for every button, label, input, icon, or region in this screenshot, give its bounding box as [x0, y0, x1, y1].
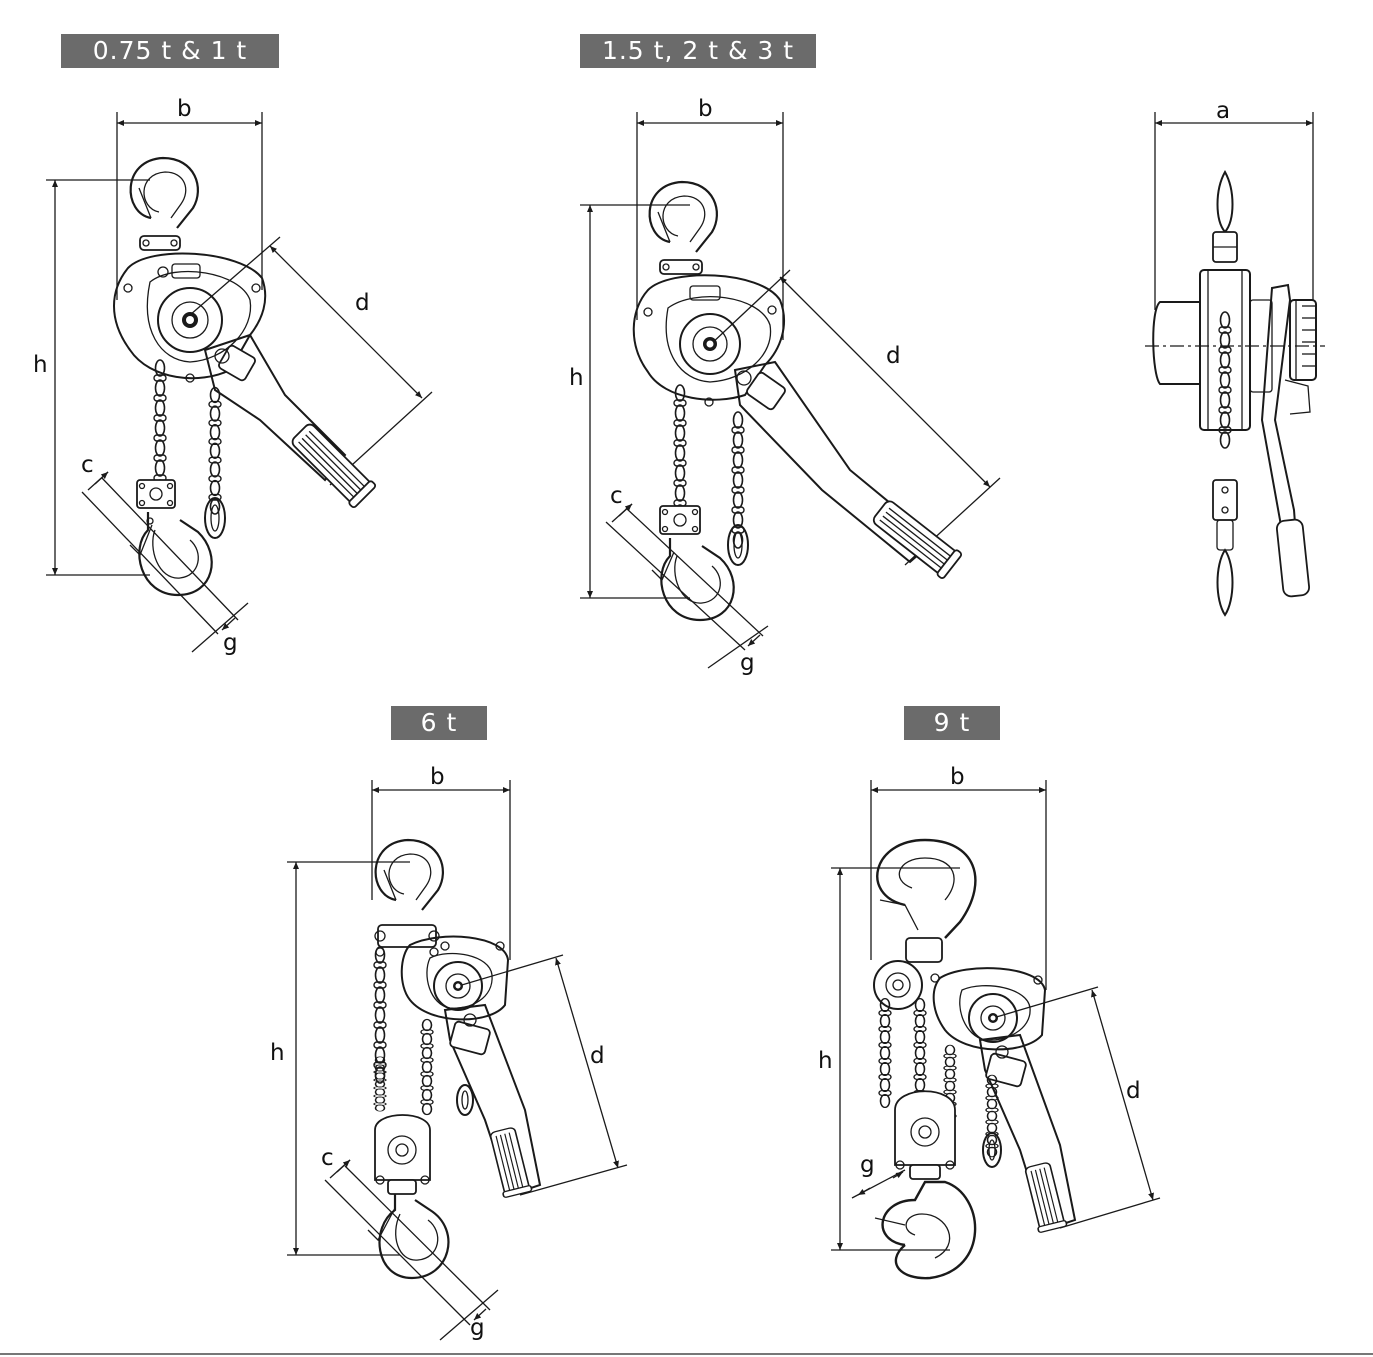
dim-label-d: d [886, 343, 901, 369]
hoist-side-view: a [1145, 98, 1325, 617]
hoist-drawing-1-5-2-3t: h b d c g [569, 96, 1001, 676]
capacity-badge-9t: 9 t [904, 706, 1000, 740]
dim-label-h: h [818, 1048, 833, 1074]
capacity-badge-6t: 6 t [391, 706, 487, 740]
dim-label-h: h [33, 352, 48, 378]
dim-label-h: h [569, 365, 584, 391]
dim-label-c: c [81, 452, 94, 478]
dim-label-c: c [610, 483, 623, 509]
dim-label-g: g [470, 1315, 485, 1341]
dim-label-d: d [590, 1043, 605, 1069]
capacity-badge-0-75-1t: 0.75 t & 1 t [61, 34, 279, 68]
dim-label-g: g [223, 630, 238, 656]
dim-label-g: g [860, 1152, 875, 1178]
dim-label-g: g [740, 650, 755, 676]
capacity-badge-1-5-2-3t: 1.5 t, 2 t & 3 t [580, 34, 816, 68]
hoist-drawing-9t: h b d g [818, 764, 1161, 1280]
hoist-drawing-0-75-1t: h b d c g [33, 96, 433, 656]
dim-label-a: a [1216, 98, 1230, 124]
dim-label-h: h [270, 1040, 285, 1066]
dim-label-b: b [430, 764, 445, 790]
dim-label-b: b [177, 96, 192, 122]
dim-label-b: b [950, 764, 965, 790]
dim-label-c: c [321, 1145, 334, 1171]
hoist-drawing-6t: h b d c g [270, 764, 628, 1341]
dim-label-d: d [355, 290, 370, 316]
dim-label-d: d [1126, 1078, 1141, 1104]
dim-label-b: b [698, 96, 713, 122]
